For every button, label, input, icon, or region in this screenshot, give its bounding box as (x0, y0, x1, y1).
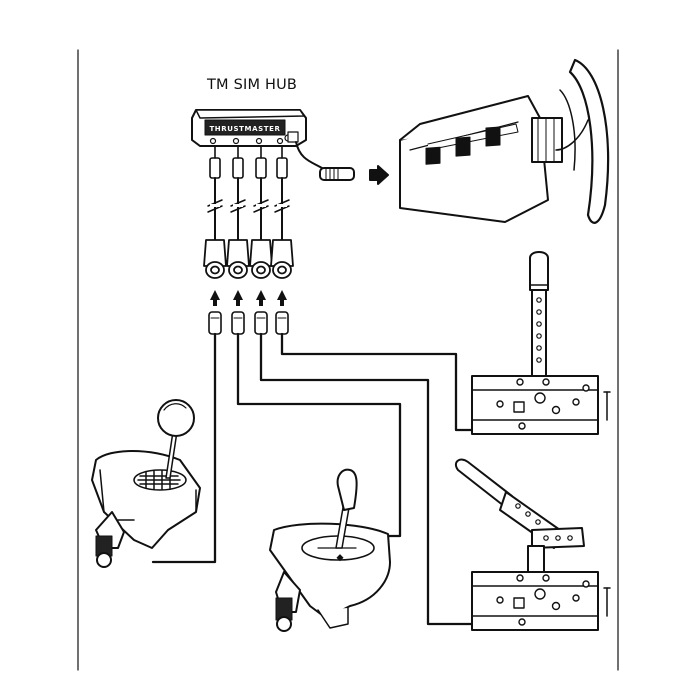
racing-wheel-base (399, 58, 610, 224)
hub-connectors (203, 239, 294, 279)
cable-to-handbrake (259, 332, 480, 626)
cable-to-gear-lever (280, 332, 480, 432)
arrow-right-icon (369, 165, 389, 185)
hub-title: TM SIM HUB (207, 77, 298, 93)
arrow-up-icon (210, 290, 220, 306)
arrow-up-icon (233, 290, 243, 306)
routed-cables (151, 332, 480, 626)
h-shifter (91, 399, 201, 568)
sequential-gear-lever (471, 251, 611, 435)
handbrake (454, 458, 611, 631)
cable-to-h-shifter (151, 332, 217, 564)
hub-to-wheel-cable (295, 141, 389, 185)
hub-brand-label: THRUSTMASTER (209, 125, 280, 133)
cable-to-sequential-shifter (236, 332, 402, 538)
arrow-up-icon (277, 290, 287, 306)
hub-cable-bundle (203, 145, 294, 335)
arrow-up-icon (256, 290, 266, 306)
sim-hub-device: THRUSTMASTER (191, 109, 307, 147)
device-plugs (208, 311, 289, 335)
sequential-shifter (269, 468, 391, 632)
